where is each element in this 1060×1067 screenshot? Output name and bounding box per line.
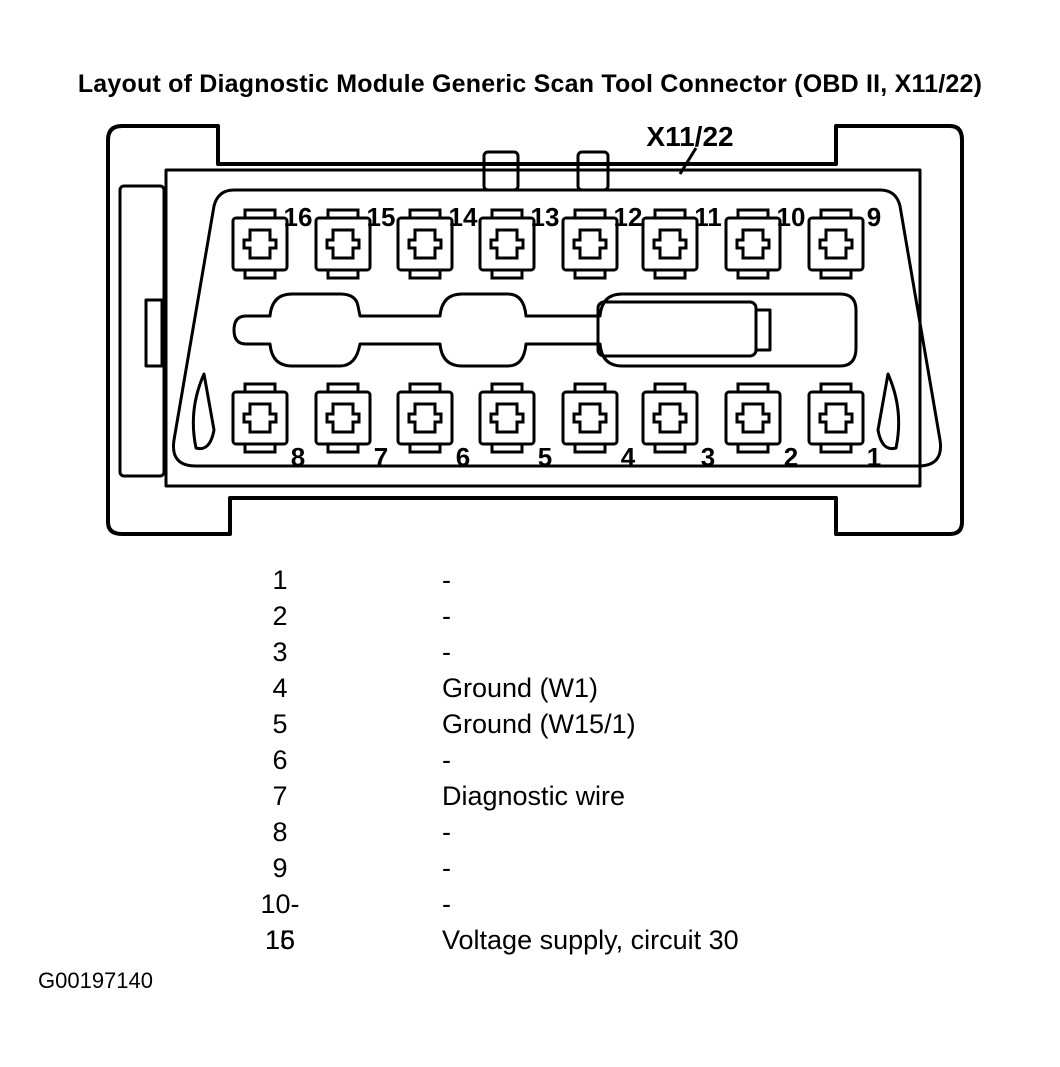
bottom-pin-number-8: 8 [291, 442, 305, 472]
top-pin-number-9: 9 [867, 202, 881, 232]
pin-function: Voltage supply, circuit 30 [442, 925, 739, 955]
connector-label: X11/22 [646, 121, 733, 152]
bottom-socket-3 [641, 382, 699, 454]
top-pin-number-12: 12 [614, 202, 643, 232]
top-pin-number-11: 11 [694, 202, 722, 232]
bottom-socket-1 [807, 382, 865, 454]
pin-number: 1 [272, 565, 288, 595]
left-rib [191, 372, 216, 451]
pin-number: 7 [272, 781, 288, 811]
pin-number: 6 [272, 745, 288, 775]
top-socket-13 [478, 208, 536, 280]
pin-function: - [442, 637, 451, 667]
obd-connector-diagram: X11/22 16 15 14 13 12 11 10 9 8 7 6 5 4 3 2 1 [106, 121, 964, 536]
pin-function: - [442, 889, 451, 919]
top-socket-15 [314, 208, 372, 280]
pin-number: 16 [264, 925, 296, 955]
pin-function: Ground (W15/1) [442, 709, 636, 739]
pin-function: - [442, 817, 451, 847]
bottom-socket-4 [561, 382, 619, 454]
pin-number: 4 [272, 673, 288, 703]
center-latch-hook [756, 308, 772, 352]
right-rib [876, 372, 901, 451]
bottom-socket-2 [724, 382, 782, 454]
top-socket-11 [641, 208, 699, 280]
top-socket-16 [231, 208, 289, 280]
connector-housing-outline [106, 124, 964, 536]
center-latch [596, 300, 758, 358]
pin-function: - [442, 853, 451, 883]
pin-number: 3 [272, 637, 288, 667]
top-socket-14 [396, 208, 454, 280]
pin-function: - [442, 745, 451, 775]
bottom-pin-number-3: 3 [701, 442, 715, 472]
bottom-pin-row: 8 7 6 5 4 3 2 1 [231, 382, 881, 472]
top-socket-10 [724, 208, 782, 280]
label-leader-line [678, 147, 698, 175]
pin-function: - [442, 565, 451, 595]
bottom-pin-number-2: 2 [784, 442, 798, 472]
bottom-pin-number-4: 4 [621, 442, 636, 472]
connector-face [171, 188, 943, 468]
pin-number: 2 [272, 601, 288, 631]
pin-number: 5 [272, 709, 288, 739]
top-pin-number-14: 14 [449, 202, 478, 232]
top-pin-number-15: 15 [367, 202, 396, 232]
bottom-socket-8 [231, 382, 289, 454]
pin-function: Ground (W1) [442, 673, 599, 703]
figure-id: G00197140 [38, 968, 153, 993]
top-pin-number-13: 13 [531, 202, 560, 232]
pin-number: 10-15 [260, 889, 300, 955]
left-latch [118, 184, 166, 478]
bottom-socket-7 [314, 382, 372, 454]
top-socket-12 [561, 208, 619, 280]
bottom-pin-number-5: 5 [538, 442, 552, 472]
connector-inner-housing [164, 168, 922, 488]
diagram-title: Layout of Diagnostic Module Generic Scan… [77, 70, 983, 98]
left-latch-tab [144, 298, 164, 368]
pin-function: - [442, 601, 451, 631]
top-pin-number-10: 10 [777, 202, 806, 232]
top-socket-9 [807, 208, 865, 280]
pin-number: 9 [272, 853, 288, 883]
bottom-pin-number-6: 6 [456, 442, 470, 472]
bottom-pin-number-1: 1 [867, 442, 881, 472]
bottom-socket-5 [478, 382, 536, 454]
center-channel [232, 292, 858, 368]
pin-function: Diagnostic wire [442, 781, 626, 811]
bottom-pin-number-7: 7 [374, 442, 388, 472]
top-pin-number-16: 16 [284, 202, 313, 232]
pin-number: 8 [272, 817, 288, 847]
top-pin-row: 16 15 14 13 12 11 10 9 [231, 202, 881, 280]
bottom-socket-6 [396, 382, 454, 454]
